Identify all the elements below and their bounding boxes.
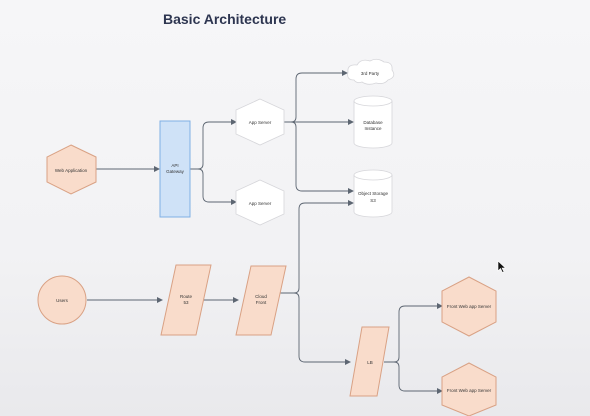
page-title: Basic Architecture xyxy=(163,11,287,27)
edge-api-appserver1 xyxy=(190,119,237,170)
edge-appserver1-storage xyxy=(284,121,354,194)
object-storage-node[interactable]: Object Storage S3 xyxy=(353,169,393,218)
object-storage-label-line2: S3 xyxy=(370,198,376,203)
api-gateway-label-line1: API xyxy=(171,163,178,168)
front-webapp-server-2-label: Front Web app Server xyxy=(447,388,492,393)
route53-label-line1: Route xyxy=(180,294,193,299)
cloudfront-node[interactable]: Cloud Front xyxy=(235,265,287,336)
users-node[interactable]: Users xyxy=(37,275,87,325)
database-label-line2: Instance xyxy=(364,126,382,131)
app-server-1-node[interactable]: App Server xyxy=(235,98,285,146)
front-webapp-server-1-node[interactable]: Front Web app Server xyxy=(441,276,497,337)
cloudfront-label-line2: Front xyxy=(256,300,267,305)
3rd-party-cloud-node[interactable]: 3rd Party xyxy=(347,58,395,85)
api-gateway-node[interactable]: API Gateway xyxy=(159,120,191,218)
edge-appserver1-3rdparty xyxy=(284,70,348,123)
route53-node[interactable]: Route 53 xyxy=(160,264,212,336)
3rd-party-label: 3rd Party xyxy=(361,71,380,76)
cloudfront-label-line1: Cloud xyxy=(255,294,267,299)
app-server-2-node[interactable]: App Server xyxy=(235,179,285,226)
users-label: Users xyxy=(56,298,69,303)
front-webapp-server-2-node[interactable]: Front Web app Server xyxy=(441,362,497,416)
database-label-line1: Database xyxy=(363,120,383,125)
edge-cloudfront-storage xyxy=(277,200,354,294)
edge-api-appserver2 xyxy=(190,168,237,205)
front-webapp-server-1-label: Front Web app Server xyxy=(447,304,492,309)
route53-label-line2: 53 xyxy=(183,300,189,305)
database-instance-node[interactable]: Database Instance xyxy=(353,95,393,149)
edge-lb-frontwebapp2 xyxy=(384,361,443,394)
app-server-1-label: App Server xyxy=(249,120,272,125)
object-storage-label-line1: Object Storage xyxy=(358,191,389,196)
api-gateway-label-line2: Gateway xyxy=(166,169,185,174)
web-application-label: Web Application xyxy=(55,168,88,173)
web-application-node[interactable]: Web Application xyxy=(46,144,97,195)
load-balancer-node[interactable]: LB xyxy=(349,326,390,397)
mouse-cursor-icon xyxy=(497,260,507,273)
app-server-2-label: App Server xyxy=(249,201,272,206)
edge-cloudfront-lb xyxy=(277,292,351,365)
load-balancer-label: LB xyxy=(367,360,373,365)
edge-lb-frontwebapp1 xyxy=(384,303,443,363)
